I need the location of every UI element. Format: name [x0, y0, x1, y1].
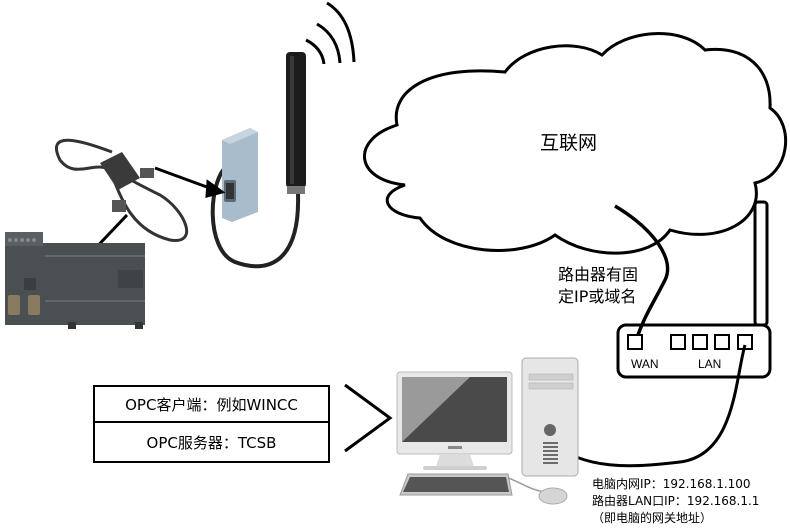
opc-client-label: OPC客户端：例如WINCC	[125, 395, 298, 414]
network-info-note: 电脑内网IP：192.168.1.100 路由器LAN口IP：192.168.1…	[592, 476, 759, 527]
wan-cable	[614, 204, 670, 336]
router-note-line-2: 定IP或域名	[558, 287, 637, 306]
mouse	[507, 477, 568, 505]
keyboard	[399, 473, 513, 496]
gateway-note-line: （即电脑的网关地址）	[592, 511, 713, 525]
lan-port-3	[714, 334, 730, 350]
pc-tower	[521, 357, 579, 477]
internet-cloud	[363, 32, 787, 255]
router-ports	[627, 334, 753, 350]
router	[616, 200, 772, 379]
router-fixed-ip-note: 路由器有固 定IP或域名	[558, 264, 638, 308]
wireless-signal-icon	[305, 1, 356, 65]
wan-port	[627, 334, 643, 350]
lan-port-1	[670, 334, 686, 350]
opc-client-box: OPC客户端：例如WINCC	[93, 385, 330, 423]
opc-server-box: OPC服务器：TCSB	[93, 423, 330, 463]
router-note-line-1: 路由器有固	[558, 265, 639, 284]
lan-port-2	[692, 334, 708, 350]
wan-label: WAN	[631, 357, 659, 371]
chevron-icon	[344, 383, 393, 453]
pc-adapter-cable	[54, 138, 189, 242]
pc-ip-line: 电脑内网IP：192.168.1.100	[592, 477, 751, 491]
gprs-modem	[222, 128, 258, 222]
opc-server-label: OPC服务器：TCSB	[146, 433, 277, 452]
internet-label: 互联网	[540, 132, 598, 154]
lan-label: LAN	[698, 357, 722, 371]
lan-cable	[549, 344, 747, 468]
plc-s7-200	[5, 232, 145, 329]
gprs-antenna	[286, 52, 306, 194]
router-lan-ip-line: 路由器LAN口IP：192.168.1.1	[592, 494, 760, 508]
pc-monitor	[396, 371, 513, 470]
